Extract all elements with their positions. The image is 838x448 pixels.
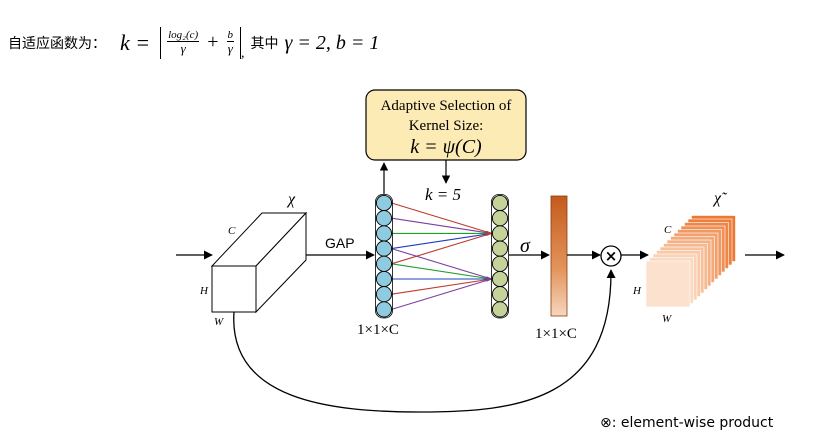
formula-mid-text: 其中 <box>250 36 279 52</box>
formula-k-eq: k = <box>120 30 151 55</box>
gap-vector-cell <box>375 225 393 242</box>
selection-box-line1: Adaptive Selection of <box>381 98 512 114</box>
formula-frac2-denominator: γ <box>227 41 233 57</box>
vec-label-1: 1×1×C <box>357 322 399 338</box>
conv-vector-cell <box>491 301 509 318</box>
conv-vector-cell <box>491 210 509 227</box>
output-dim-w: W <box>662 313 672 325</box>
output-dim-c: C <box>664 224 672 236</box>
gap-label: GAP <box>325 235 355 251</box>
skip-connection <box>233 269 616 413</box>
connection-line <box>391 232 492 265</box>
vector-outline <box>490 193 509 319</box>
chi-tilde-label: χ̃ <box>712 190 728 207</box>
input-dim-h: H <box>199 285 209 297</box>
connection-line <box>391 202 492 234</box>
connection-line <box>391 278 492 310</box>
formula-fraction-1: log₂(c) γ <box>167 29 200 57</box>
connection-line <box>391 232 492 250</box>
gap-vector-cell <box>375 301 393 318</box>
formula-fraction-2: b γ <box>226 29 234 57</box>
connection-line <box>391 263 492 280</box>
input-tensor <box>210 211 308 314</box>
adaptive-function-formula: 自适应函数为： k = log₂(c) γ + b γ , 其中 γ = 2, … <box>8 18 379 68</box>
vec-label-2: 1×1×C <box>535 326 577 342</box>
legend-text: ⊗: element-wise product <box>600 415 774 431</box>
formula-comma: , <box>241 46 245 61</box>
sigma-label: σ <box>520 235 531 257</box>
gap-vector-cell <box>375 194 393 212</box>
vector-outline <box>374 193 393 319</box>
output-tensor <box>645 215 736 308</box>
conv-vector-cell <box>491 240 509 257</box>
selection-box-line3: k = ψ(C) <box>410 136 482 158</box>
formula-frac1-denominator: γ <box>180 41 186 57</box>
gap-vector-cell <box>375 240 393 257</box>
selection-box-line2: Kernel Size: <box>409 118 484 134</box>
gap-vector-cell <box>375 255 393 272</box>
gap-vector-cell <box>375 210 393 227</box>
conv-vector-cell <box>491 255 509 272</box>
formula-absolute-value: log₂(c) γ + b γ <box>160 27 241 59</box>
connection-arrowhead <box>486 230 493 236</box>
connection-line <box>391 248 492 280</box>
conv-vector-cell <box>491 225 509 242</box>
chi-label: χ <box>286 191 296 208</box>
input-dim-c: C <box>228 225 236 237</box>
formula-frac2-numerator: b <box>226 29 234 43</box>
multiply-symbol: × <box>605 247 618 265</box>
conv-vector-cell <box>491 286 509 303</box>
formula-plus: + <box>207 31 219 54</box>
connection-line <box>391 217 492 234</box>
input-dim-w: W <box>214 316 224 328</box>
gap-vector-cell <box>375 286 393 303</box>
connection-arrowhead <box>486 276 493 282</box>
output-dim-h: H <box>632 285 642 297</box>
conv-vector-cell <box>491 194 509 212</box>
gap-vector-cell <box>375 270 393 288</box>
k-label: k = 5 <box>425 185 461 204</box>
kernel-connections <box>391 202 493 310</box>
formula-prefix: 自适应函数为： <box>8 36 106 52</box>
conv-vector <box>490 193 509 319</box>
gap-vector <box>374 193 393 319</box>
channel-weight-bar <box>550 195 568 317</box>
formula-condition: γ = 2, b = 1 <box>284 31 380 54</box>
formula-frac1-numerator: log₂(c) <box>167 29 200 43</box>
connection-line <box>391 278 492 295</box>
multiply-node: × <box>600 245 622 267</box>
output-slice <box>645 260 691 308</box>
conv-vector-cell <box>491 270 509 288</box>
